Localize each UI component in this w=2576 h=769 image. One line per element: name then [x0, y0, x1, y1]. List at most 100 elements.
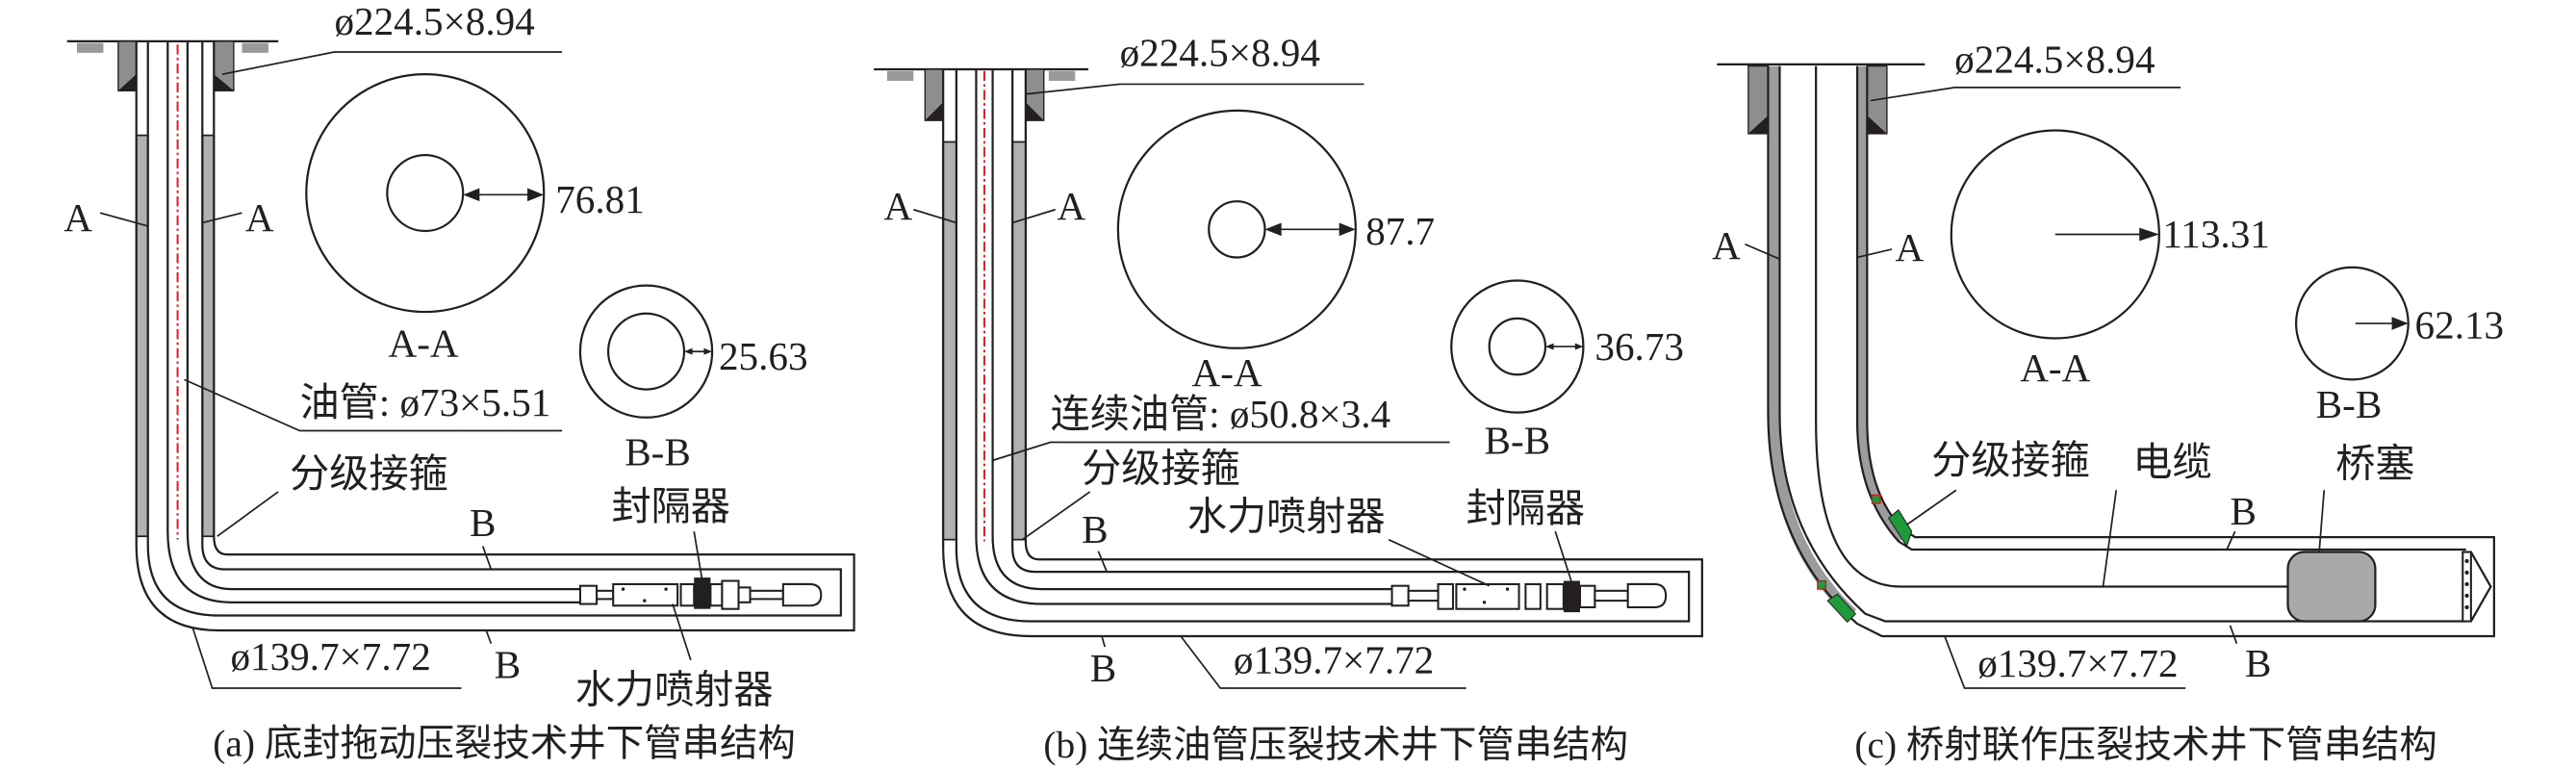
stage-collar-marker: [1817, 579, 1827, 590]
casing-inner-wall: [146, 40, 842, 617]
production-casing-label: ø139.7×7.72: [1234, 638, 1434, 682]
leader-line: [1870, 87, 2181, 102]
production-casing-label: ø139.7×7.72: [230, 634, 430, 679]
casing-outer-wall: [942, 69, 1703, 638]
ground-hatch: [886, 70, 914, 82]
casing-outer-wall: [1767, 65, 2495, 638]
stage-collar-label: 分级接箍: [290, 451, 448, 496]
leader-line: [191, 627, 462, 689]
panel-a: ø224.5×8.94 A A 76.81 A-A 25.63 B-B 油管: …: [64, 0, 855, 764]
section-marker-a-right: A: [1895, 225, 1924, 269]
leader-line: [1745, 243, 1780, 260]
cement-wedge: [1747, 115, 1769, 134]
guide-shoe: [1626, 582, 1668, 608]
section-marker-b-upper: B: [470, 500, 496, 545]
packer: [1563, 580, 1580, 613]
cross-section-a-a: 87.7 A-A: [1116, 109, 1435, 395]
casing-wall-band-left: [135, 134, 149, 538]
section-marker-a-right: A: [1057, 184, 1085, 228]
leader-line: [1025, 83, 1365, 95]
cross-section-a-a: 76.81 A-A: [305, 73, 645, 365]
leader-line: [672, 603, 692, 661]
annulus-dimension: 36.73: [1594, 324, 1684, 369]
connector: [1390, 584, 1410, 607]
packer-label: 封隔器: [612, 484, 730, 528]
panel-c: ø224.5×8.94 A A 113.31 A-A 62.13 B-B 分级接…: [1712, 37, 2504, 766]
stage-collar-coupling: [1826, 593, 1857, 624]
tubing-label: 油管: ø73×5.51: [299, 380, 550, 424]
cross-section-a-a: 113.31 A-A: [1950, 129, 2270, 390]
safety-joint: [578, 584, 599, 605]
coiled-tubing-wall: [975, 69, 1392, 605]
panel-b: ø224.5×8.94 A A 87.7 A-A 36.73 B-B 连续油管:…: [874, 31, 1703, 766]
ground-hatch: [76, 42, 104, 53]
leader-line: [217, 491, 279, 537]
section-marker-a-left: A: [1712, 223, 1741, 268]
leader-line: [1905, 489, 1957, 525]
leader-line: [913, 208, 957, 224]
leader-line: [1100, 634, 1107, 648]
casing-outer-wall: [135, 40, 855, 632]
section-label: B-B: [2316, 382, 2383, 426]
caption-c: (c) 桥射联作压裂技术井下管串结构: [1854, 724, 2437, 766]
leader-line: [1856, 248, 1893, 259]
leader-line: [1097, 551, 1108, 572]
section-marker-a-right: A: [245, 195, 274, 240]
leader-line: [1944, 635, 2186, 689]
casing-wall-band-left: [942, 141, 957, 541]
section-label: A-A: [388, 320, 458, 365]
annulus-dimension: 76.81: [555, 177, 645, 221]
casing-wall-band-right: [1857, 65, 1907, 542]
section-marker-a-left: A: [64, 195, 92, 240]
production-casing-label: ø139.7×7.72: [1977, 641, 2178, 685]
casing-inner-wall: [1778, 65, 2466, 623]
section-label: B-B: [1485, 419, 1551, 463]
casing-wall-band-right: [1011, 141, 1027, 541]
surface-casing-label: ø224.5×8.94: [1120, 31, 1320, 75]
caption-b: (b) 连续油管压裂技术井下管串结构: [1043, 724, 1628, 766]
leader-line: [1011, 208, 1056, 224]
section-marker-b-upper: B: [2231, 489, 2257, 533]
inner-diameter-dimension: 62.13: [2415, 302, 2505, 346]
coiled-tubing-label: 连续油管: ø50.8×3.4: [1051, 392, 1390, 436]
jet-tool-label: 水力喷射器: [575, 667, 774, 711]
section-marker-b-lower: B: [1090, 646, 1116, 690]
wellbore-drawing: [66, 39, 855, 632]
section-label: B-B: [625, 430, 691, 474]
cement-wedge: [1025, 102, 1044, 121]
inner-diameter-dimension: 113.31: [2162, 212, 2270, 256]
cross-section-b-b: 36.73 B-B: [1450, 279, 1684, 463]
annulus-dimension: 87.7: [1365, 209, 1435, 253]
cement-wedge: [1867, 115, 1887, 134]
annulus-dimension: 25.63: [719, 334, 808, 378]
wireline-cable: [1815, 65, 2288, 588]
tubing-wall: [186, 40, 580, 591]
surface-casing-label: ø224.5×8.94: [1954, 37, 2155, 81]
stage-collar-label: 分级接箍: [1082, 447, 1240, 491]
stage-collar-marker: [1871, 494, 1881, 504]
section-label: A-A: [1191, 350, 1262, 395]
ground-hatch: [242, 42, 268, 53]
section-marker-a-left: A: [883, 184, 912, 228]
surface-casing-label: ø224.5×8.94: [334, 0, 534, 43]
bridge-plug: [2286, 551, 2377, 623]
leader-line: [1388, 538, 1491, 587]
coiled-tubing-wall: [991, 69, 1392, 591]
jet-tool-label: 水力喷射器: [1187, 494, 1386, 538]
stage-collar-coupling: [1887, 509, 1913, 548]
leader-line: [1180, 635, 1467, 689]
section-marker-b-upper: B: [1082, 507, 1108, 551]
bridge-plug-label: 桥塞: [2335, 442, 2414, 486]
leader-line: [693, 530, 703, 581]
hydraulic-jet-tool: [1455, 582, 1520, 610]
leader-line: [2229, 625, 2238, 644]
casing-wall-band-left: [1768, 65, 1856, 619]
packer: [694, 577, 711, 609]
cross-section-b-b: 25.63 B-B: [578, 284, 808, 474]
leader-line: [2318, 490, 2326, 552]
leader-line: [481, 546, 493, 570]
section-label: A-A: [2020, 346, 2090, 390]
section-marker-b-lower: B: [2245, 641, 2271, 685]
cable-label: 电缆: [2132, 440, 2211, 484]
